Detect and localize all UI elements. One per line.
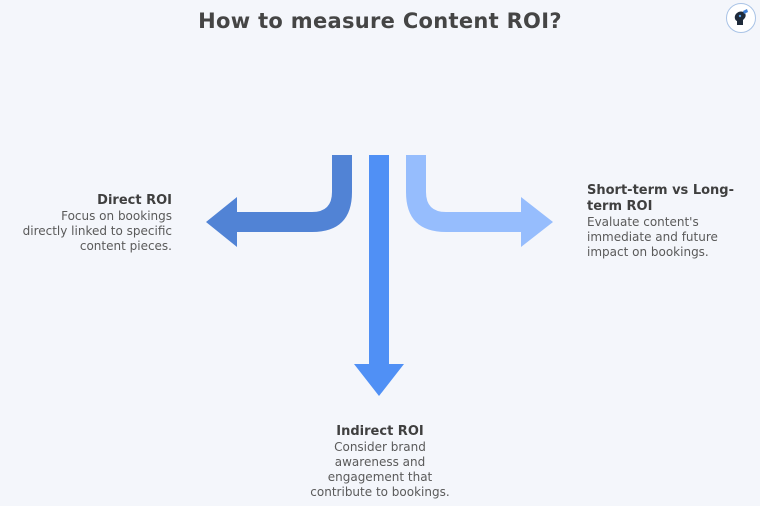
branch-desc-line: impact on bookings.	[587, 245, 709, 259]
branch-short-long-term-roi: Short-term vs Long- term ROI Evaluate co…	[587, 183, 757, 260]
arrow-right-short-long-term-roi	[406, 155, 553, 247]
branch-desc-line: contribute to bookings.	[310, 485, 450, 499]
branch-desc-line: Consider brand	[334, 440, 426, 454]
brain-head-icon	[734, 9, 748, 25]
branch-desc-line: content pieces.	[79, 239, 172, 253]
page-title: How to measure Content ROI?	[198, 9, 562, 33]
branch-indirect-roi: Indirect ROI Consider brand awareness an…	[300, 424, 460, 500]
branch-desc-line: Focus on bookings	[61, 209, 172, 223]
branch-desc-line: Evaluate content's	[587, 215, 699, 229]
branch-title: Indirect ROI	[336, 424, 424, 439]
arrow-down-indirect-roi	[354, 155, 404, 396]
branch-direct-roi: Direct ROI Focus on bookings directly li…	[0, 193, 172, 254]
branch-desc-line: immediate and future	[587, 230, 718, 244]
branch-title: Direct ROI	[97, 193, 172, 208]
branch-title: term ROI	[587, 199, 653, 214]
branch-title: Short-term vs Long-	[587, 183, 734, 198]
logo	[726, 3, 756, 33]
branch-desc-line: awareness and	[334, 455, 426, 469]
branch-desc-line: engagement that	[327, 470, 433, 484]
branch-desc-line: directly linked to specific	[22, 224, 172, 238]
arrow-left-direct-roi	[206, 155, 352, 247]
